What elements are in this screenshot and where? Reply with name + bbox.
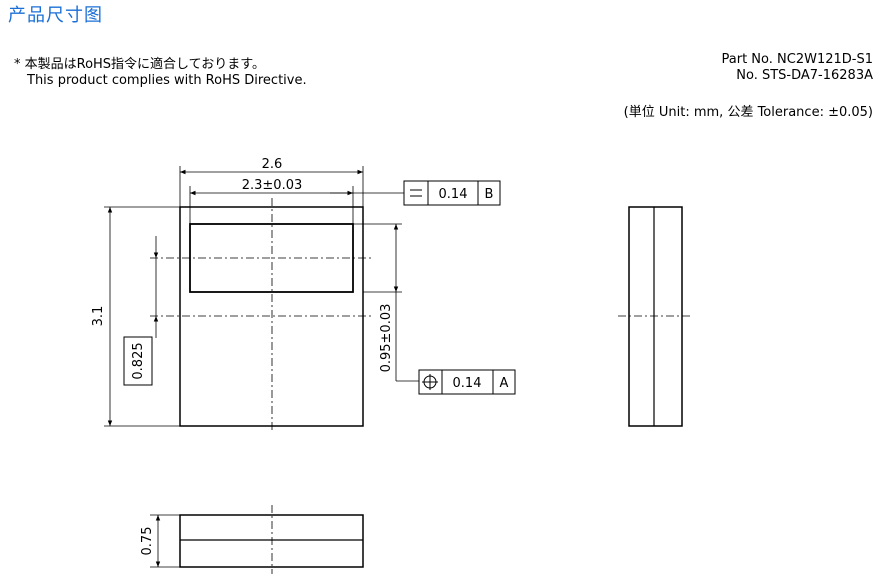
bottom-view bbox=[179, 505, 364, 574]
inner-width-label: 2.3±0.03 bbox=[242, 178, 303, 193]
part-info: Part No. NC2W121D-S1 No. STS-DA7-16283A bbox=[722, 52, 873, 84]
top-view bbox=[150, 198, 372, 432]
parallelism-value: 0.14 bbox=[439, 187, 468, 202]
height-label: 3.1 bbox=[91, 306, 106, 327]
parallelism-frame: 0.14 B bbox=[403, 180, 501, 206]
position-datum: A bbox=[500, 376, 509, 391]
parallelism-datum: B bbox=[485, 187, 494, 202]
offset-label: 0.825 bbox=[131, 342, 146, 379]
dim-inner-width: 2.3±0.03 bbox=[189, 178, 404, 224]
body-outline bbox=[179, 206, 364, 427]
page-title: 产品尺寸图 bbox=[8, 5, 103, 26]
dim-height: 3.1 bbox=[91, 206, 180, 427]
position-value: 0.14 bbox=[453, 376, 482, 391]
dim-width: 2.6 bbox=[179, 157, 364, 207]
window-position-label: 0.95±0.03 bbox=[379, 304, 394, 373]
rohs-note-jp: * 本製品はRoHS指令に適合しております。 bbox=[14, 57, 265, 72]
dim-window-position: 0.95±0.03 bbox=[353, 223, 419, 382]
rohs-note-en: This product complies with RoHS Directiv… bbox=[27, 73, 307, 88]
units-tolerance: (単位 Unit: mm, 公差 Tolerance: ±0.05) bbox=[623, 105, 873, 120]
position-frame: 0.14 A bbox=[418, 369, 516, 395]
side-view bbox=[618, 206, 692, 427]
dim-thickness: 0.75 bbox=[140, 514, 180, 568]
width-label: 2.6 bbox=[262, 157, 283, 172]
document-number: No. STS-DA7-16283A bbox=[736, 68, 873, 83]
part-number: Part No. NC2W121D-S1 bbox=[721, 52, 873, 67]
thickness-label: 0.75 bbox=[140, 527, 155, 556]
dim-offset: 0.825 bbox=[123, 236, 159, 386]
rohs-note: * 本製品はRoHS指令に適合しております。 This product comp… bbox=[14, 57, 307, 89]
position-symbol-icon bbox=[422, 374, 438, 390]
parallelism-symbol-icon bbox=[410, 189, 422, 197]
